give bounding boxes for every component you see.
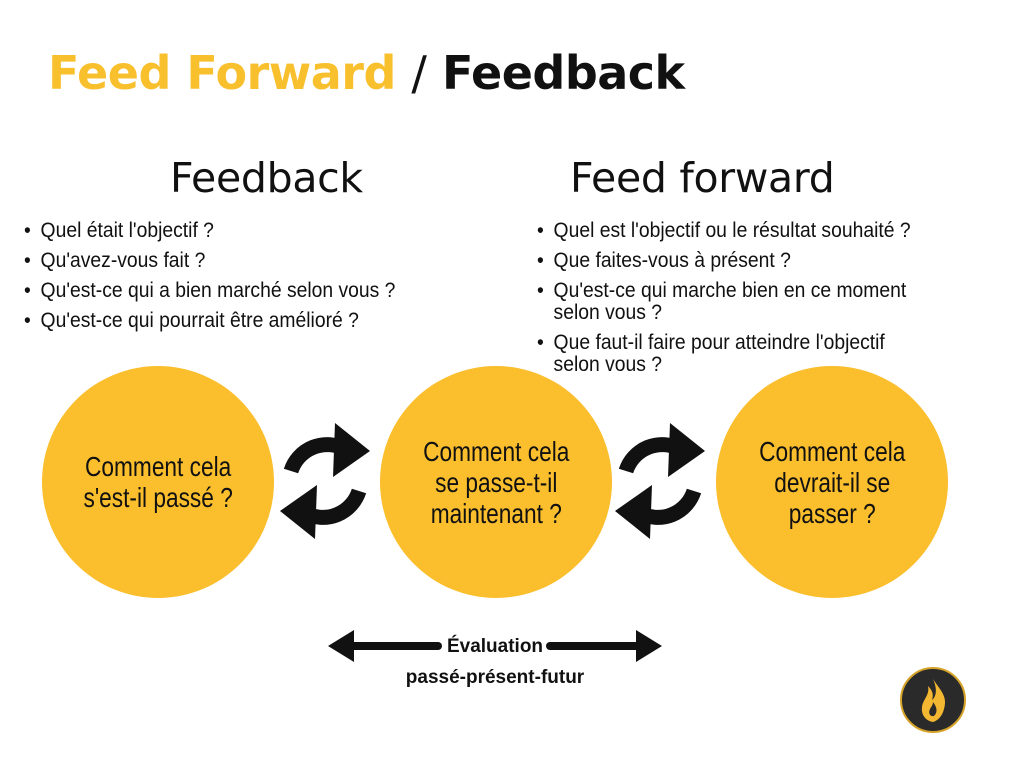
page-title: Feed Forward / Feedback [48,46,685,100]
circle-present-label: Comment cela se passe-t-il maintenant ? [415,436,577,529]
circle-present-line: se passe-t-il [434,466,558,498]
feedforward-question-line: Qu'est-ce qui marche bien en ce moment [553,279,907,302]
feedforward-question: Que faites-vous à présent ? [537,249,911,273]
evaluation-label: Évaluation [446,636,544,657]
circle-future-label: Comment cela devrait-il se passer ? [751,436,913,529]
feedforward-question-line: selon vous ? [553,353,663,376]
feedback-question: Qu'avez-vous fait ? [24,250,395,273]
circle-future-line: devrait-il se [774,466,890,498]
title-separator: / [411,46,427,100]
circle-past-label: Comment cela s'est-il passé ? [75,451,241,513]
double-headed-arrow-icon [328,630,662,662]
feedback-question: Quel était l'objectif ? [24,220,395,243]
circle-past-line: s'est-il passé ? [83,482,233,513]
title-feedback: Feedback [441,46,685,100]
feedforward-heading: Feed forward [570,154,835,202]
feedback-question-list: Quel était l'objectif ? Qu'avez-vous fai… [24,220,428,340]
flame-logo-icon [900,667,966,733]
feedforward-question-list: Quel est l'objectif ou le résultat souha… [537,220,943,384]
refresh-cycle-icon [280,423,370,539]
feedforward-question: Que faut-il faire pour atteindre l'objec… [537,332,911,376]
refresh-cycle-icon [615,423,705,539]
circle-present-line: Comment cela [422,435,570,467]
circle-past: Comment cela s'est-il passé ? [42,366,274,598]
evaluation-sublabel: passé-présent-futur [405,667,585,688]
feedforward-question-line: Que faites-vous à présent ? [553,249,791,272]
feedforward-question-line: Quel est l'objectif ou le résultat souha… [553,219,911,242]
feedback-question: Qu'est-ce qui pourrait être amélioré ? [24,310,395,333]
feedback-heading: Feedback [170,154,363,202]
feedforward-question-line: Que faut-il faire pour atteindre l'objec… [553,331,885,354]
feedforward-question-line: selon vous ? [553,301,663,324]
circle-present: Comment cela se passe-t-il maintenant ? [380,366,612,598]
title-feed-forward: Feed Forward [48,46,396,100]
circle-past-line: Comment cela [84,451,232,482]
feedback-question: Qu'est-ce qui a bien marché selon vous ? [24,280,395,303]
circle-future-line: Comment cela [758,435,906,467]
circle-present-line: maintenant ? [430,497,562,529]
feedforward-question: Qu'est-ce qui marche bien en ce moment s… [537,280,911,324]
circle-future-line: passer ? [788,497,876,529]
feedforward-question: Quel est l'objectif ou le résultat souha… [537,219,911,243]
circle-future: Comment cela devrait-il se passer ? [716,366,948,598]
